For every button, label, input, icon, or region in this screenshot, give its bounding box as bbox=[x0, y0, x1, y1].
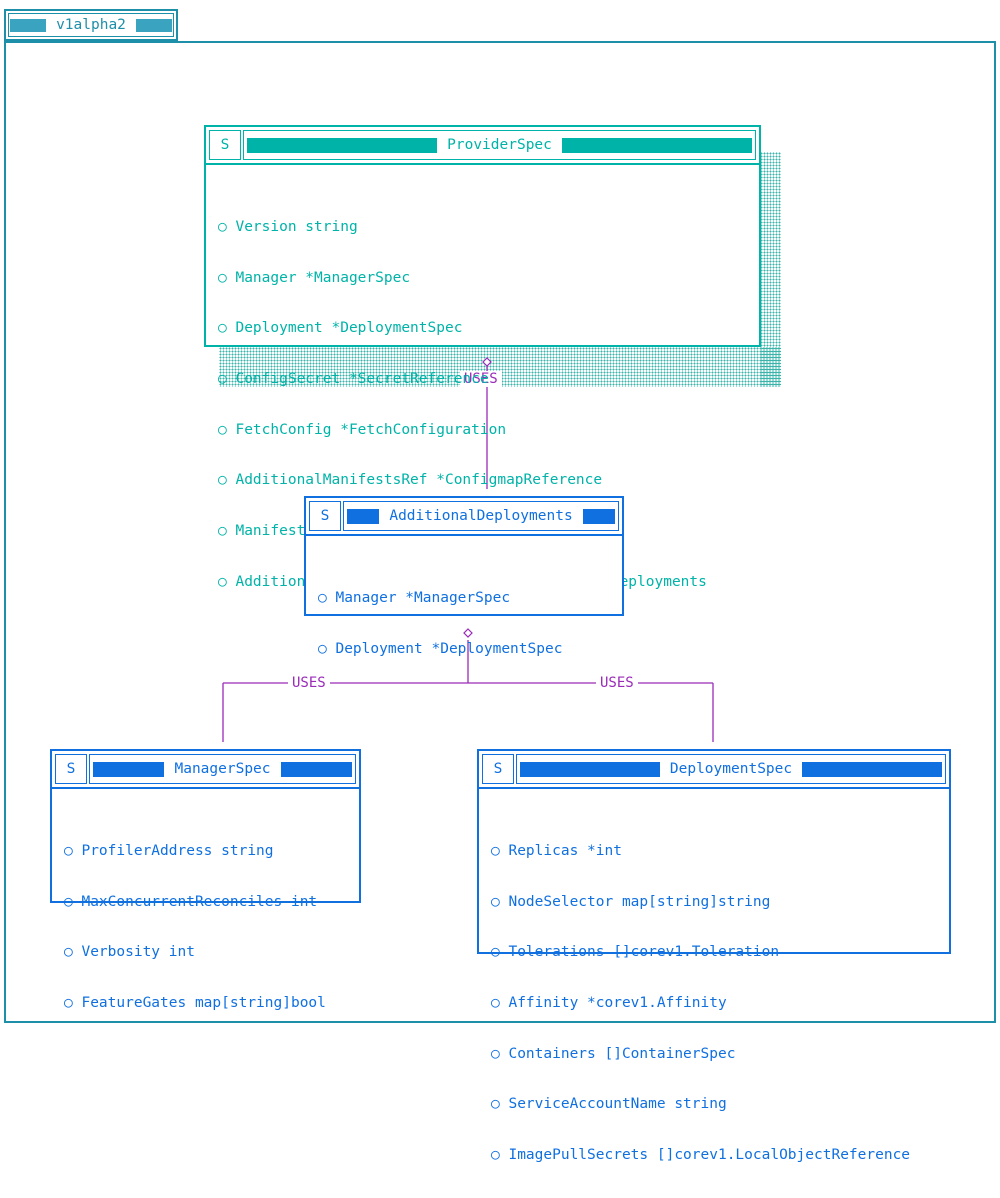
relation-label-additional-deployment: USES bbox=[596, 675, 638, 691]
additional-deployments-header: S AdditionalDeployments bbox=[306, 498, 622, 536]
deployment-spec-title-fill-right bbox=[802, 761, 942, 777]
field-deployment: ○ Deployment *DeploymentSpec bbox=[218, 320, 463, 337]
field-profiler-address: ○ ProfilerAddress string bbox=[64, 842, 274, 859]
manager-spec-name: ManagerSpec bbox=[174, 761, 271, 777]
field-config-secret: ○ ConfigSecret *SecretReference bbox=[218, 370, 489, 387]
field-fetch-config: ○ FetchConfig *FetchConfiguration bbox=[218, 421, 507, 438]
deployment-spec-header: S DeploymentSpec bbox=[479, 751, 949, 789]
provider-spec-shadow-right bbox=[760, 152, 781, 387]
package-tab-fill-left bbox=[10, 18, 47, 32]
provider-spec-header: S ProviderSpec bbox=[206, 127, 759, 165]
manager-spec-header: S ManagerSpec bbox=[52, 751, 359, 789]
aggregation-diamond-additional bbox=[463, 628, 473, 638]
field-manager: ○ Manager *ManagerSpec bbox=[318, 589, 511, 606]
field-node-selector: ○ NodeSelector map[string]string bbox=[491, 893, 771, 910]
additional-deployments-title-bar: AdditionalDeployments bbox=[343, 501, 619, 531]
relation-label-provider-additional: USES bbox=[460, 371, 502, 387]
field-feature-gates: ○ FeatureGates map[string]bool bbox=[64, 994, 326, 1011]
field-image-pull-secrets: ○ ImagePullSecrets []corev1.LocalObjectR… bbox=[491, 1147, 911, 1164]
field-version: ○ Version string bbox=[218, 218, 358, 235]
package-name: v1alpha2 bbox=[56, 17, 126, 33]
provider-spec-name: ProviderSpec bbox=[447, 137, 552, 153]
field-tolerations: ○ Tolerations []corev1.Toleration bbox=[491, 944, 780, 961]
class-manager-spec[interactable]: S ManagerSpec ○ ProfilerAddress string ○… bbox=[50, 749, 361, 1011]
provider-spec-title-bar: ProviderSpec bbox=[243, 130, 756, 160]
provider-spec-title-fill-right bbox=[561, 137, 753, 153]
deployment-spec-name: DeploymentSpec bbox=[669, 761, 793, 777]
additional-deployments-fields: ○ Manager *ManagerSpec ○ Deployment *Dep… bbox=[318, 556, 562, 691]
package-tab: v1alpha2 bbox=[4, 9, 178, 41]
additional-deployments-title-fill-left bbox=[347, 508, 380, 524]
manager-spec-title-bar: ManagerSpec bbox=[89, 754, 356, 784]
field-affinity: ○ Affinity *corev1.Affinity bbox=[491, 994, 727, 1011]
deployment-spec-title-bar: DeploymentSpec bbox=[516, 754, 946, 784]
deployment-spec-title-fill-left bbox=[520, 761, 660, 777]
manager-spec-title-fill-right bbox=[280, 761, 352, 777]
field-max-concurrent-reconciles: ○ MaxConcurrentReconciles int bbox=[64, 893, 318, 910]
field-service-account-name: ○ ServiceAccountName string bbox=[491, 1096, 727, 1113]
field-manager: ○ Manager *ManagerSpec bbox=[218, 269, 411, 286]
provider-spec-title-fill-left bbox=[247, 137, 438, 153]
field-additional-manifests-ref: ○ AdditionalManifestsRef *ConfigmapRefer… bbox=[218, 472, 603, 489]
class-additional-deployments[interactable]: S AdditionalDeployments ○ Manager *Manag… bbox=[304, 496, 624, 657]
package-frame bbox=[4, 41, 996, 1023]
additional-deployments-stereotype: S bbox=[309, 501, 341, 531]
additional-deployments-name: AdditionalDeployments bbox=[389, 508, 573, 524]
manager-spec-stereotype: S bbox=[55, 754, 87, 784]
aggregation-diamond-provider bbox=[482, 357, 492, 367]
deployment-spec-fields: ○ Replicas *int ○ NodeSelector map[strin… bbox=[491, 809, 910, 1198]
field-containers: ○ Containers []ContainerSpec bbox=[491, 1045, 736, 1062]
manager-spec-title-fill-left bbox=[93, 761, 165, 777]
class-provider-spec[interactable]: S ProviderSpec ○ Version string ○ Manage… bbox=[204, 125, 761, 590]
uses-line-manager bbox=[222, 682, 714, 742]
class-deployment-spec[interactable]: S DeploymentSpec ○ Replicas *int ○ NodeS… bbox=[477, 749, 951, 1163]
field-replicas: ○ Replicas *int bbox=[491, 842, 622, 859]
field-verbosity: ○ Verbosity int bbox=[64, 944, 195, 961]
additional-deployments-title-fill-right bbox=[582, 508, 616, 524]
provider-spec-stereotype: S bbox=[209, 130, 241, 160]
manager-spec-fields: ○ ProfilerAddress string ○ MaxConcurrent… bbox=[64, 809, 326, 1046]
deployment-spec-stereotype: S bbox=[482, 754, 514, 784]
package-tab-fill-right bbox=[135, 18, 172, 32]
field-deployment: ○ Deployment *DeploymentSpec bbox=[318, 640, 563, 657]
relation-label-additional-manager: USES bbox=[288, 675, 330, 691]
